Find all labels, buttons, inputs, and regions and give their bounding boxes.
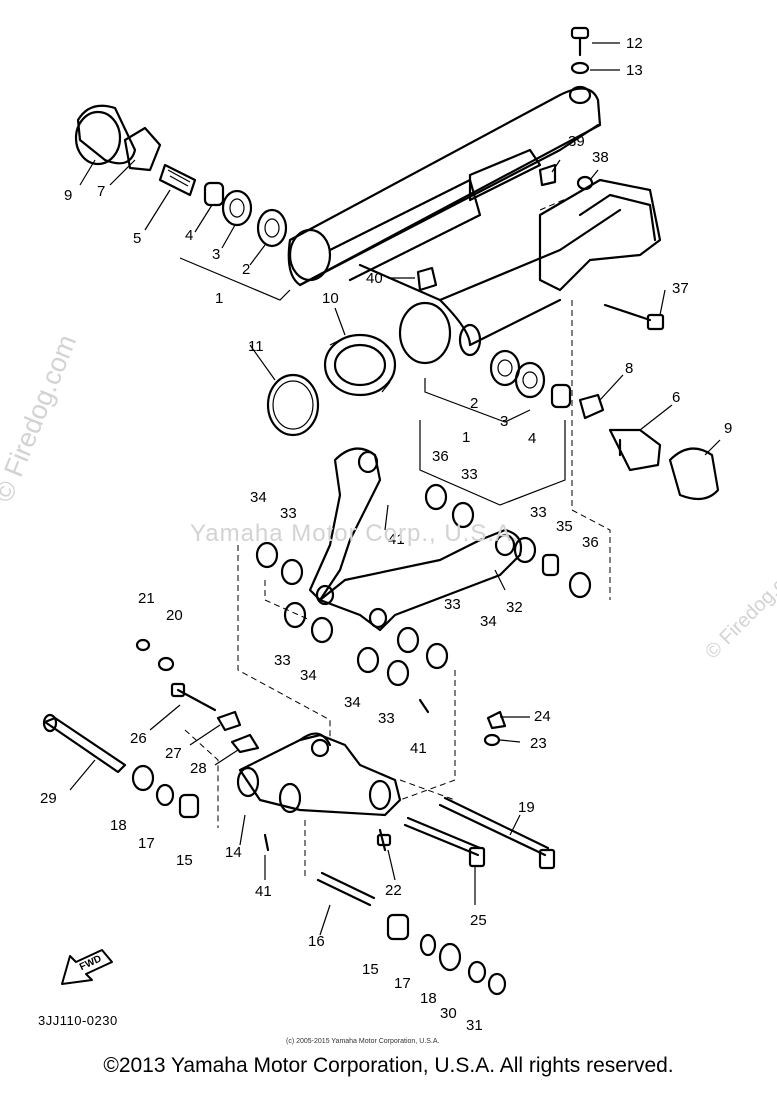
callout-12: 12 <box>626 35 643 52</box>
callout-41: 41 <box>388 531 405 548</box>
callout-38: 38 <box>592 149 609 166</box>
callout-40: 40 <box>366 270 383 287</box>
chain-guide <box>266 333 397 437</box>
callout-23: 23 <box>530 735 547 752</box>
callout-2: 2 <box>242 261 250 278</box>
connecting-arm <box>236 732 402 817</box>
callout-41: 41 <box>255 883 272 900</box>
leader-lines <box>69 42 721 936</box>
callout-10: 10 <box>322 290 339 307</box>
watermark-center: Yamaha Motor Corp., U.S.A. <box>190 520 520 547</box>
callout-19: 19 <box>518 799 535 816</box>
callout-27: 27 <box>165 745 182 762</box>
right-pivot-parts <box>489 349 720 501</box>
callout-36: 36 <box>432 448 449 465</box>
callout-15: 15 <box>362 961 379 978</box>
bushings <box>255 483 592 687</box>
callout-36: 36 <box>582 534 599 551</box>
callout-14: 14 <box>225 844 242 861</box>
callout-3: 3 <box>212 246 220 263</box>
swingarm-small-parts <box>416 163 665 331</box>
callout-33: 33 <box>444 596 461 613</box>
callout-18: 18 <box>110 817 127 834</box>
callout-6: 6 <box>672 389 680 406</box>
callout-33: 33 <box>461 466 478 483</box>
callout-34: 34 <box>250 489 267 506</box>
callout-1: 1 <box>462 429 470 446</box>
bolts <box>42 682 556 907</box>
left-pivot-parts <box>74 104 288 248</box>
lower-left-parts <box>131 638 507 819</box>
callout-4: 4 <box>528 430 536 447</box>
callout-35: 35 <box>556 518 573 535</box>
callout-21: 21 <box>138 590 155 607</box>
callout-26: 26 <box>130 730 147 747</box>
callout-2: 2 <box>470 395 478 412</box>
callout-17: 17 <box>394 975 411 992</box>
callout-20: 20 <box>166 607 183 624</box>
callout-25: 25 <box>470 912 487 929</box>
callout-33: 33 <box>530 504 547 521</box>
top-bolt <box>570 26 590 75</box>
swingarm <box>287 85 662 365</box>
callout-18: 18 <box>420 990 437 1007</box>
callout-3: 3 <box>500 413 508 430</box>
callout-41: 41 <box>410 740 427 757</box>
callout-16: 16 <box>308 933 325 950</box>
callout-17: 17 <box>138 835 155 852</box>
lower-collars <box>386 913 507 996</box>
callout-9: 9 <box>64 187 72 204</box>
callout-28: 28 <box>190 760 207 777</box>
callout-31: 31 <box>466 1017 483 1034</box>
callout-24: 24 <box>534 708 551 725</box>
callout-34: 34 <box>344 694 361 711</box>
callout-1: 1 <box>215 290 223 307</box>
callout-11: 11 <box>248 338 264 355</box>
callout-34: 34 <box>480 613 497 630</box>
callout-37: 37 <box>672 280 689 297</box>
footer-copyright: ©2013 Yamaha Motor Corporation, U.S.A. A… <box>103 1054 674 1077</box>
callout-8: 8 <box>625 360 633 377</box>
callout-30: 30 <box>440 1005 457 1022</box>
callout-34: 34 <box>300 667 317 684</box>
callout-39: 39 <box>568 133 585 150</box>
diagram-code: 3JJ110-0230 <box>38 1013 118 1028</box>
callout-32: 32 <box>506 599 523 616</box>
callout-29: 29 <box>40 790 57 807</box>
fwd-arrow: FWD <box>58 946 118 995</box>
callout-22: 22 <box>385 882 402 899</box>
callout-4: 4 <box>185 227 193 244</box>
callout-13: 13 <box>626 62 643 79</box>
callout-9: 9 <box>724 420 732 437</box>
fwd-arrow-icon: FWD <box>61 949 113 985</box>
callout-15: 15 <box>176 852 193 869</box>
callout-33: 33 <box>274 652 291 669</box>
callout-33: 33 <box>378 710 395 727</box>
small-copyright: (c) 2005-2015 Yamaha Motor Corporation, … <box>286 1038 440 1045</box>
callout-33: 33 <box>280 505 297 522</box>
reference-lines <box>179 194 611 880</box>
callout-5: 5 <box>133 230 141 247</box>
callout-7: 7 <box>97 183 105 200</box>
